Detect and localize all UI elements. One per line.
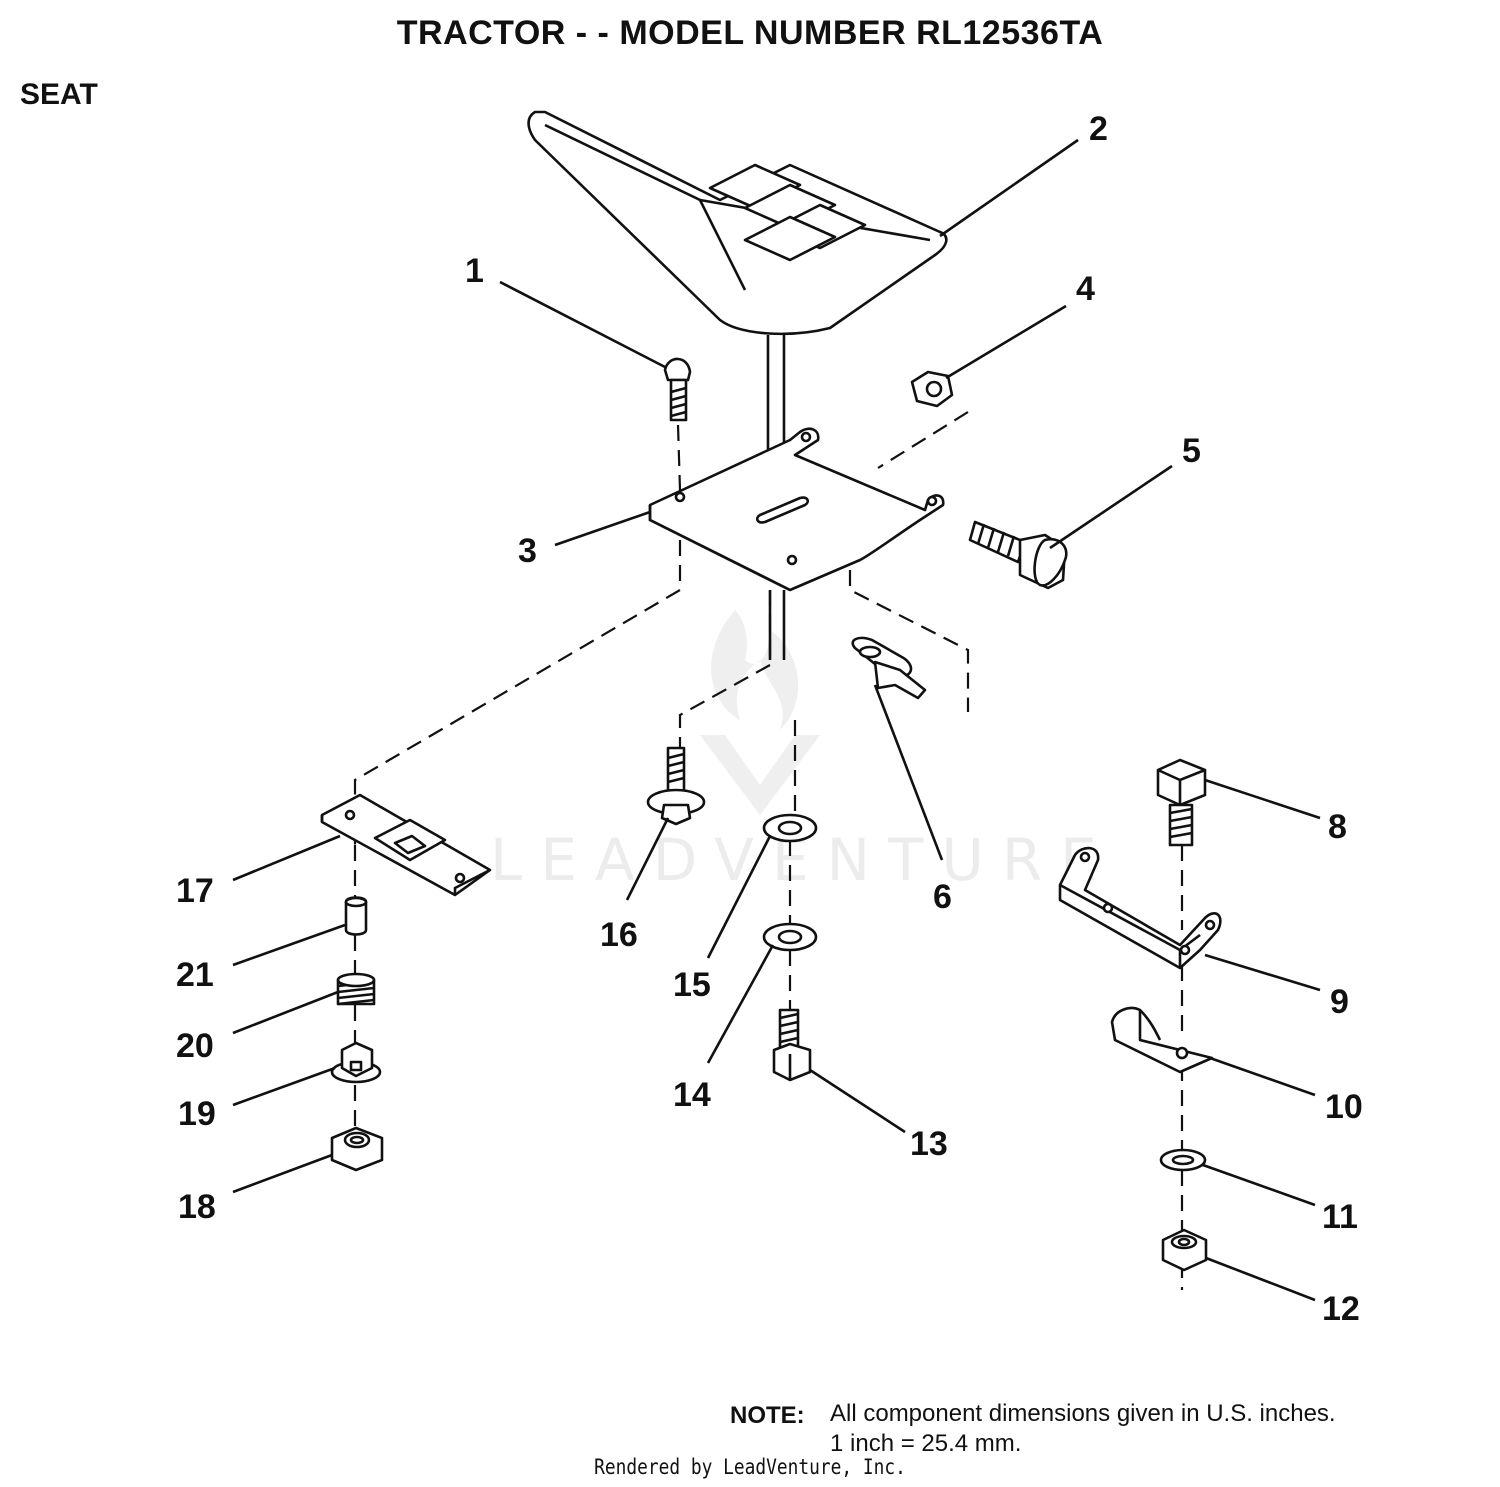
flange-nut-18-part [330,1126,384,1172]
watermark: LEADVENTURE [490,610,1097,894]
spring-part [336,972,376,1006]
leader-21 [232,923,346,967]
part-label-9: 9 [1330,983,1349,1021]
watermark-v-icon [700,735,820,815]
washer-15-part [762,813,818,843]
part-label-14: 14 [673,1076,711,1114]
footer-credit: Rendered by LeadVenture, Inc. [594,1455,906,1479]
leader-15 [706,835,772,959]
leader-9 [1204,953,1321,992]
leader-16 [625,817,670,901]
part-label-13: 13 [910,1125,948,1163]
watermark-flame-icon [711,610,799,730]
part-label-1: 1 [465,252,484,290]
leader-1 [499,280,666,369]
pin-part [344,896,368,936]
leader-6 [873,684,944,861]
part-label-6: 6 [933,878,952,916]
leader-3 [554,510,651,547]
seat-plate-part [648,427,945,592]
leader-19 [232,1066,336,1107]
leader-10 [1209,1056,1316,1097]
part-label-3: 3 [518,532,537,570]
seat-part [527,110,948,336]
leader-17 [232,834,341,882]
part-label-17: 17 [176,872,214,910]
flange-bolt-part [646,746,706,826]
bracket-9-part [1058,846,1222,970]
washer-14-part [762,922,818,952]
leader-8 [1204,778,1321,820]
part-label-18: 18 [178,1188,216,1226]
part-label-15: 15 [673,966,711,1004]
leader-12 [1205,1256,1316,1302]
washer-11-part [1159,1148,1207,1172]
part-label-19: 19 [178,1095,216,1133]
leader-lines [232,138,1321,1302]
part-label-12: 12 [1322,1290,1360,1328]
leader-18 [232,1153,333,1194]
leader-13 [809,1068,906,1134]
part-label-11: 11 [1322,1198,1358,1236]
part-label-5: 5 [1182,432,1201,470]
dash-bolt1-plate [676,424,682,491]
dash-nut4-plate [877,411,969,469]
note-text-line2: 1 inch = 25.4 mm. [830,1430,1022,1457]
hex-nut-part [910,370,954,408]
flange-nut-19-part [330,1041,382,1084]
dash-plate-clip6 [848,570,970,712]
part-label-10: 10 [1325,1088,1363,1126]
leader-4 [945,304,1067,380]
lock-nut-12-part [1161,1228,1208,1272]
part-label-2: 2 [1089,110,1108,148]
part-number-labels: 1 2 3 4 5 6 8 9 10 11 12 13 14 15 16 17 … [176,110,1363,1328]
seat-post-lines-lower [768,590,786,660]
leader-14 [706,944,775,1064]
hex-bolt-8-part [1156,758,1207,847]
leader-2 [939,138,1079,238]
note-text-line1: All component dimensions given in U.S. i… [830,1400,1336,1427]
part-label-8: 8 [1328,808,1347,846]
shoulder-bolt-part [968,520,1068,590]
page-title: TRACTOR - - MODEL NUMBER RL12536TA [396,14,1104,52]
dash-plate-bracket17 [353,540,682,845]
part-label-20: 20 [176,1027,214,1065]
part-label-16: 16 [600,916,638,954]
leader-11 [1202,1163,1316,1207]
slide-bracket-part [320,793,492,897]
clip-part [851,636,927,700]
note-label: NOTE: [730,1402,805,1429]
part-label-4: 4 [1076,270,1095,308]
part-label-21: 21 [176,956,214,994]
bracket-10-part [1110,1006,1214,1074]
leader-20 [232,990,339,1035]
section-title: SEAT [20,78,98,111]
leader-5 [1049,464,1173,550]
carriage-bolt-part [663,357,692,422]
hex-bolt-13-part [772,1008,812,1082]
